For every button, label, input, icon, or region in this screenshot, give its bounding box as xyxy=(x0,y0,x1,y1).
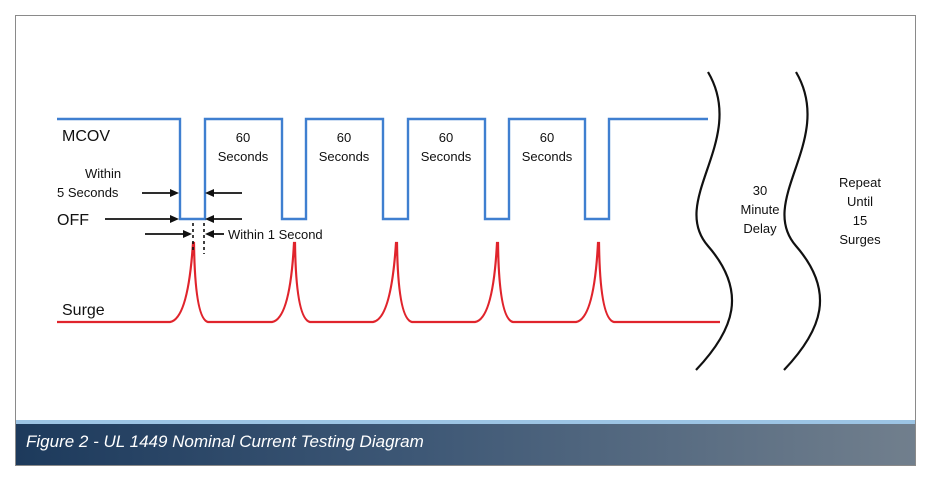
repeat-line-3: 15 xyxy=(853,213,867,228)
delay-line-1: 30 xyxy=(753,183,767,198)
mcov-label: MCOV xyxy=(62,128,110,145)
delay-line-3: Delay xyxy=(743,221,777,236)
interval-1-value: 60 xyxy=(236,130,250,145)
repeat-line-1: Repeat xyxy=(839,175,881,190)
within-one-second-label: Within 1 Second xyxy=(228,227,323,242)
interval-2-unit: Seconds xyxy=(319,149,370,164)
within-5-seconds-arrows xyxy=(142,189,242,197)
interval-3-value: 60 xyxy=(439,130,453,145)
interval-4-value: 60 xyxy=(540,130,554,145)
interval-2-value: 60 xyxy=(337,130,351,145)
delay-break-line xyxy=(695,71,733,371)
delay-line-2: Minute xyxy=(740,202,779,217)
within-1-second-markers xyxy=(145,223,224,254)
interval-1-unit: Seconds xyxy=(218,149,269,164)
mcov-square-wave xyxy=(57,117,708,221)
figure-caption: Figure 2 - UL 1449 Nominal Current Testi… xyxy=(26,432,424,451)
interval-4-unit: Seconds xyxy=(522,149,573,164)
repeat-line-4: Surges xyxy=(839,232,881,247)
off-arrows xyxy=(105,215,242,223)
within-label: Within xyxy=(85,166,121,181)
diagram-frame xyxy=(15,15,916,466)
off-label: OFF xyxy=(57,212,89,229)
surge-wave xyxy=(57,241,720,324)
repeat-break-line xyxy=(783,71,821,371)
caption-band: Figure 2 - UL 1449 Nominal Current Testi… xyxy=(16,420,915,465)
five-seconds-label: 5 Seconds xyxy=(57,185,119,200)
surge-label: Surge xyxy=(62,302,105,319)
interval-3-unit: Seconds xyxy=(421,149,472,164)
repeat-line-2: Until xyxy=(847,194,873,209)
